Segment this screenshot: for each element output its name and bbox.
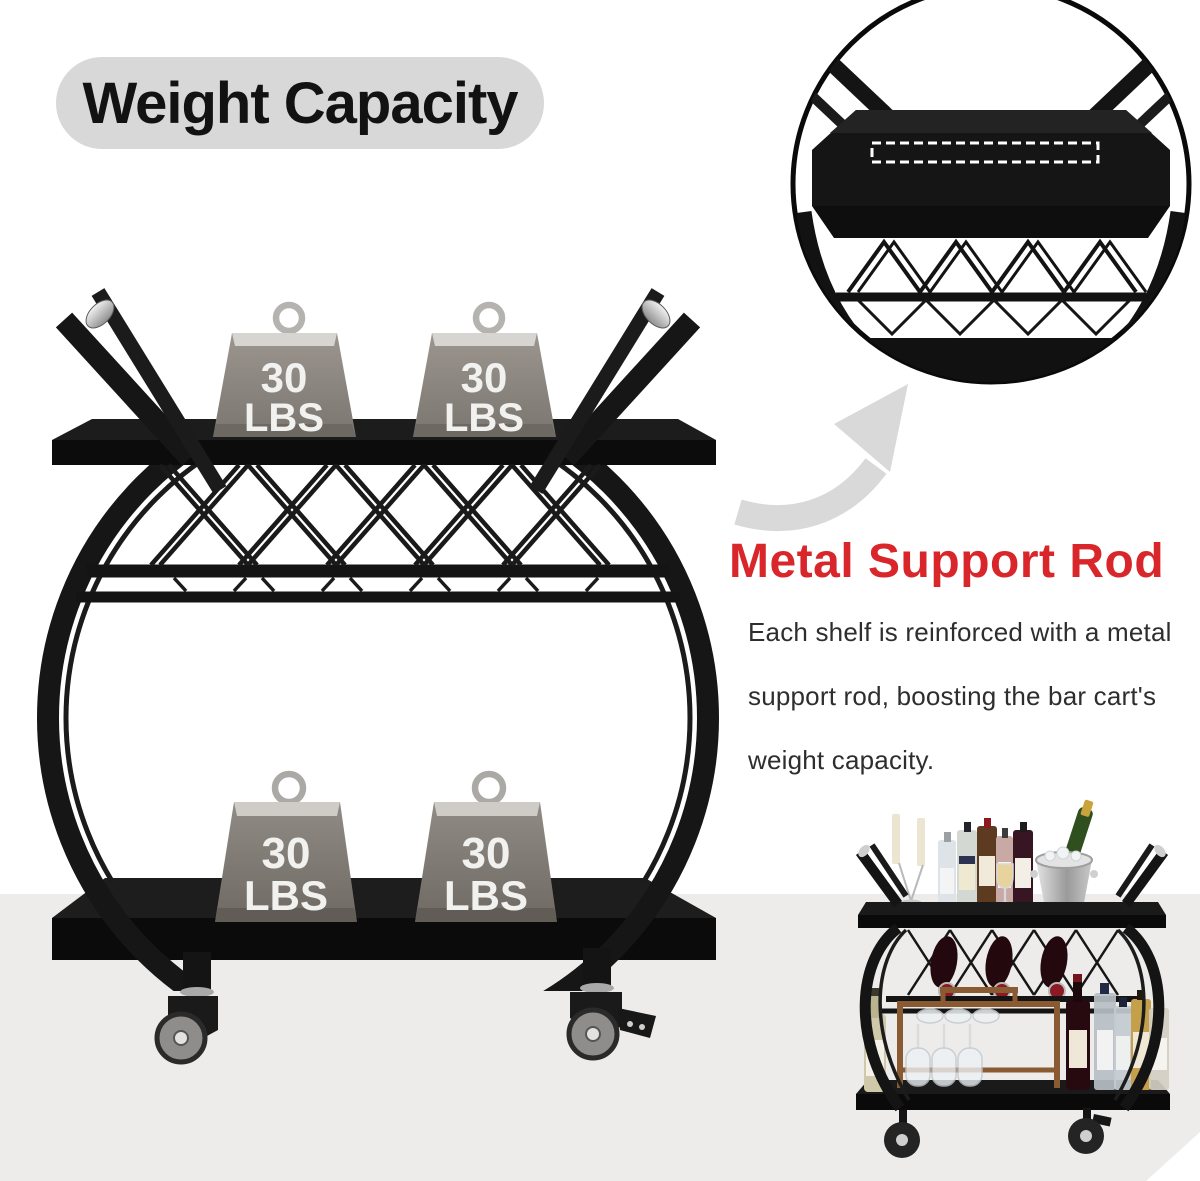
photo-wheel-right (1068, 1108, 1112, 1154)
left-handle (55, 288, 227, 494)
champagne-bottle (1065, 799, 1094, 859)
support-rods (76, 564, 680, 603)
svg-text:LBS: LBS (244, 872, 328, 919)
frame-ring (37, 455, 719, 991)
ice-bucket (1030, 846, 1098, 908)
svg-text:30: 30 (262, 829, 311, 878)
rack-wine-bottles (930, 936, 1068, 1000)
candle (917, 818, 925, 866)
brake-lever (618, 1008, 656, 1038)
styled-cart-photo (855, 799, 1170, 1158)
description-line-1: Each shelf is reinforced with a metal (748, 617, 1172, 647)
weight-block-top-left: 30 LBS (213, 301, 356, 440)
support-rod-highlight (870, 141, 1100, 164)
svg-text:LBS: LBS (244, 396, 324, 440)
svg-text:30: 30 (462, 829, 511, 878)
svg-text:30: 30 (261, 354, 308, 401)
right-handle (529, 288, 701, 494)
weight-capacity-label: Weight Capacity (82, 70, 518, 136)
candle (892, 814, 900, 864)
svg-text:30: 30 (461, 354, 508, 401)
weight-block-bottom-left: 30 LBS (215, 770, 357, 922)
floor-corner-cut (1146, 1132, 1200, 1181)
weight-block-bottom-right: 30 LBS (415, 770, 557, 922)
caster-wheel-left (154, 952, 218, 1065)
handle-cap-left (85, 299, 115, 329)
photo-wheel-left (884, 1110, 920, 1158)
bar-cart-render: 30 LBS 30 LBS 30 LBS (37, 288, 719, 1065)
wine-rack-lattice (149, 463, 611, 593)
hanging-glasses (905, 1024, 983, 1087)
top-shelf-items (892, 799, 1098, 908)
wooden-glass-rack (897, 987, 1060, 1088)
description-line-2: support rod, boosting the bar cart's (748, 681, 1157, 711)
svg-text:LBS: LBS (444, 872, 528, 919)
metal-support-rod-heading: Metal Support Rod (729, 535, 1165, 588)
detail-inset (790, 0, 1192, 385)
handle-cap-right (641, 299, 671, 329)
weight-capacity-badge: Weight Capacity (56, 57, 544, 149)
description-line-3: weight capacity. (748, 745, 935, 775)
bottom-shelf-items (864, 974, 1169, 1092)
svg-text:LBS: LBS (444, 396, 524, 440)
support-rod-description: Each shelf is reinforced with a metal su… (748, 600, 1178, 792)
weight-block-top-right: 30 LBS (413, 301, 556, 440)
zoom-arrow-icon (734, 384, 908, 531)
caster-wheel-right (566, 948, 656, 1061)
